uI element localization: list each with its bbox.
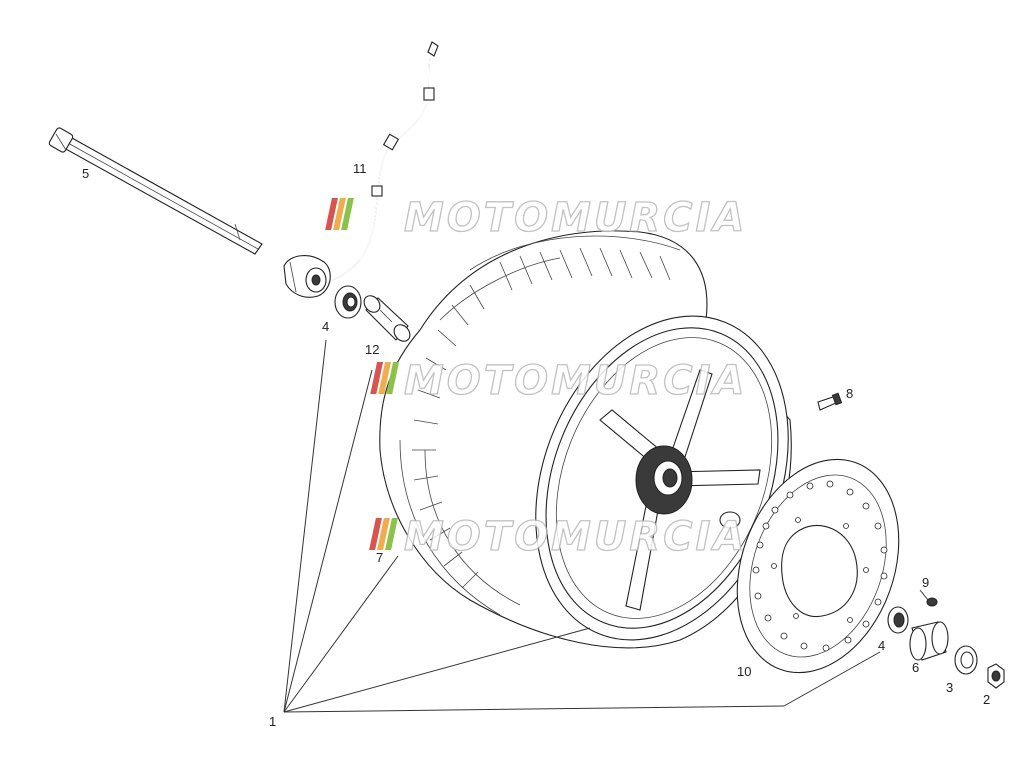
- callout-4-left: 4: [322, 319, 329, 334]
- brake-disc-part: [736, 458, 900, 674]
- washer-part: [954, 645, 978, 675]
- speedometer-cable-part: [317, 41, 439, 287]
- speedometer-drive-part: [283, 255, 331, 298]
- callout-10: 10: [737, 664, 751, 679]
- watermark-bottom: MOTOMURCIA: [369, 513, 747, 561]
- watermark-red-stripe: [370, 362, 384, 394]
- watermark-red-stripe: [369, 518, 382, 550]
- callout-9: 9: [922, 575, 929, 590]
- nut-part: [987, 663, 1005, 689]
- watermark-green-stripe: [385, 518, 398, 550]
- watermark-red-stripe: [325, 198, 338, 230]
- left-bearing-part: [334, 285, 362, 319]
- watermark-top: MOTOMURCIA: [325, 194, 747, 242]
- axle-part: [48, 127, 263, 255]
- watermark-middle: MOTOMURCIA: [370, 357, 747, 405]
- watermark-text: MOTOMURCIA: [404, 195, 747, 241]
- callout-11: 11: [353, 161, 367, 176]
- watermark-text: MOTOMURCIA: [404, 514, 747, 560]
- callout-3: 3: [946, 680, 953, 695]
- callout-1: 1: [269, 714, 276, 729]
- callout-8: 8: [846, 386, 853, 401]
- callout-2: 2: [983, 692, 990, 707]
- bolt-8-part: [817, 392, 843, 411]
- leader-lines: [283, 339, 881, 713]
- screw-9-part: [919, 589, 938, 607]
- watermark-text: MOTOMURCIA: [404, 358, 747, 404]
- callout-5: 5: [82, 166, 89, 181]
- watermark-green-stripe: [386, 362, 400, 394]
- callout-12: 12: [365, 342, 379, 357]
- watermark-yellow-stripe: [333, 198, 346, 230]
- callout-4-right: 4: [878, 638, 885, 653]
- callout-7: 7: [376, 550, 383, 565]
- spacer-part: [363, 295, 411, 342]
- watermark-green-stripe: [341, 198, 354, 230]
- rim-part: [535, 315, 789, 641]
- watermark-yellow-stripe: [377, 518, 390, 550]
- right-bearing-part: [887, 606, 909, 634]
- bushing-part: [909, 621, 949, 661]
- callout-6: 6: [912, 660, 919, 675]
- watermark-yellow-stripe: [378, 362, 392, 394]
